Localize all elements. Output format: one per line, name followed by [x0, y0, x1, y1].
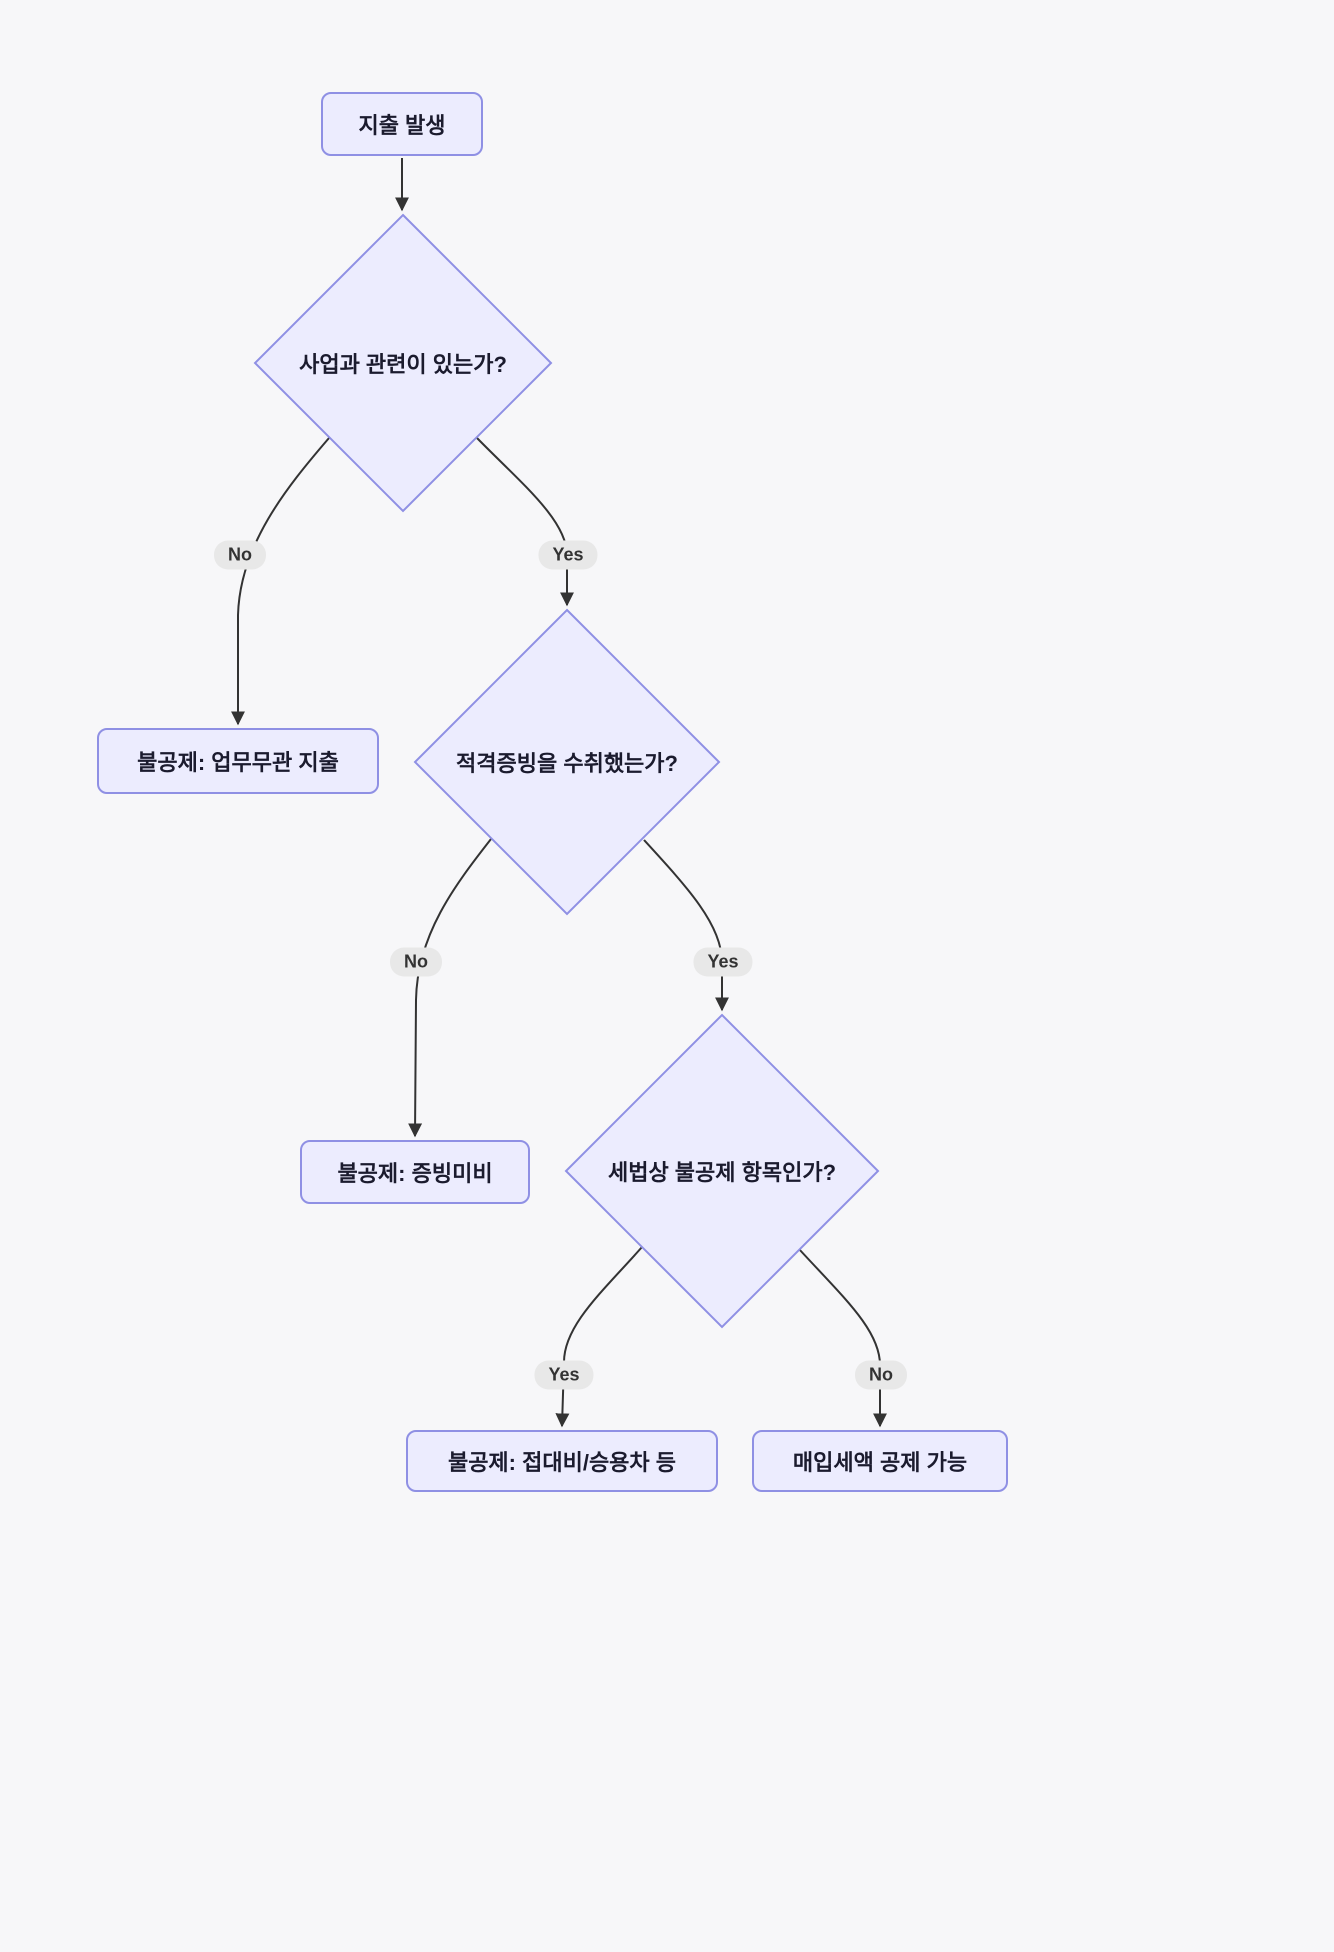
- node-evidence-question-label: 적격증빙을 수취했는가?: [456, 751, 678, 776]
- edge-taxlaw-yes: [555, 1246, 643, 1428]
- node-result-entertainment: 불공제: 접대비/승용차 등: [406, 1430, 718, 1492]
- decision-diamond-business: [253, 213, 553, 513]
- edge-label-business-no: No: [214, 540, 266, 570]
- node-result-deductible-label: 매입세액 공제 가능: [792, 1450, 968, 1475]
- edge-label-taxlaw-no: No: [855, 1360, 907, 1390]
- node-result-entertainment-label: 불공제: 접대비/승용차 등: [447, 1450, 677, 1475]
- edge-label-taxlaw-yes: Yes: [534, 1360, 594, 1390]
- edge-evidence-no: [408, 838, 492, 1138]
- edge-business-no: [231, 437, 330, 726]
- node-result-nonbusiness-label: 불공제: 업무무관 지출: [137, 750, 339, 775]
- edge-label-evidence-yes: Yes: [693, 947, 753, 977]
- node-result-noevidence: 불공제: 증빙미비: [300, 1140, 530, 1204]
- edge-evidence-yes: [643, 839, 729, 1012]
- node-start: 지출 발생: [321, 92, 483, 156]
- node-start-label: 지출 발생: [358, 113, 446, 138]
- node-business-question-label: 사업과 관련이 있는가?: [299, 352, 507, 377]
- decision-diamond-evidence: [413, 608, 721, 916]
- node-result-nonbusiness: 불공제: 업무무관 지출: [97, 728, 379, 794]
- edge-taxlaw-no: [798, 1248, 887, 1428]
- decision-diamond-taxlaw: [564, 1013, 880, 1329]
- edge-label-evidence-no: No: [390, 947, 442, 977]
- edge-business-yes: [476, 437, 574, 607]
- node-result-noevidence-label: 불공제: 증빙미비: [337, 1161, 493, 1186]
- edge-label-business-yes: Yes: [538, 540, 598, 570]
- node-taxlaw-question-label: 세법상 불공제 항목인가?: [607, 1160, 837, 1185]
- node-result-deductible: 매입세액 공제 가능: [752, 1430, 1008, 1492]
